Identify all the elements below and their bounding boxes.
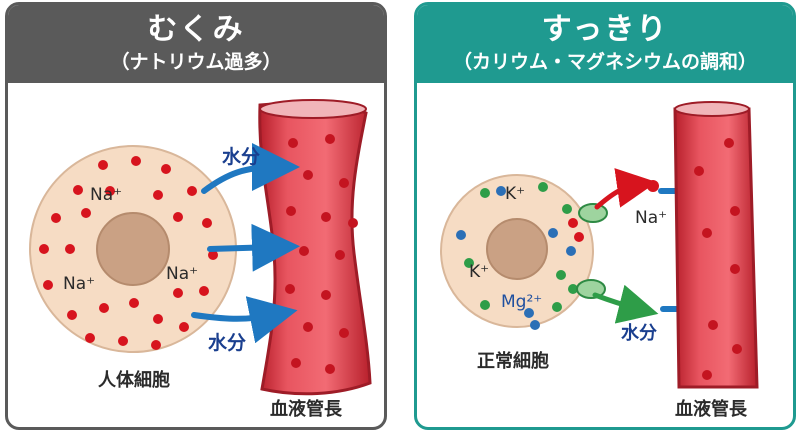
edema-subtitle: （ナトリウム過多） bbox=[110, 51, 282, 73]
refreshed-diagram: K⁺ K⁺ Mg²⁺ Na⁺ 水分 正常細胞 血液管長 bbox=[440, 101, 759, 420]
sodium-dots bbox=[568, 218, 584, 242]
vessel-opening bbox=[674, 101, 750, 117]
water-label: 水分 bbox=[621, 322, 657, 344]
water-out-arrow bbox=[592, 284, 659, 324]
edema-diagram: Na⁺ Na⁺ Na⁺ 水分 水分 人体細胞 血液管長 bbox=[29, 99, 372, 420]
cell-label: 人体細胞 bbox=[98, 369, 170, 391]
na-label: Na⁺ bbox=[635, 208, 667, 228]
vessel-dots bbox=[694, 138, 742, 380]
water-arrows bbox=[191, 143, 300, 344]
vessel-dots bbox=[285, 134, 358, 374]
blood-vessel bbox=[673, 107, 759, 389]
cell-label: 正常細胞 bbox=[477, 350, 549, 372]
ion-channel bbox=[578, 203, 608, 223]
mg-label: Mg²⁺ bbox=[501, 292, 542, 312]
na-label: Na⁺ bbox=[166, 264, 198, 284]
potassium-dots bbox=[464, 182, 578, 312]
k-label: K⁺ bbox=[469, 262, 489, 282]
magnesium-dots bbox=[456, 186, 576, 330]
sodium-out-arrow bbox=[594, 168, 657, 210]
vessel-label: 血液管長 bbox=[270, 398, 343, 420]
edema-header: むくみ （ナトリウム過多） bbox=[8, 5, 384, 83]
cell-nucleus bbox=[486, 218, 548, 280]
k-label: K⁺ bbox=[505, 184, 525, 204]
refreshed-title: すっきり bbox=[541, 12, 669, 47]
sodium-dots bbox=[39, 156, 218, 350]
na-label: Na⁺ bbox=[63, 274, 95, 294]
edema-title: むくみ bbox=[147, 12, 245, 47]
water-label: 水分 bbox=[222, 146, 260, 168]
refreshed-subtitle: （カリウム・マグネシウムの調和） bbox=[452, 51, 757, 73]
na-label: Na⁺ bbox=[90, 185, 122, 205]
water-label: 水分 bbox=[208, 332, 246, 354]
sodium-ion bbox=[647, 180, 659, 192]
edema-panel: むくみ （ナトリウム過多） bbox=[5, 2, 387, 430]
refreshed-header: すっきり （カリウム・マグネシウムの調和） bbox=[417, 5, 793, 83]
cell-nucleus bbox=[96, 212, 170, 286]
vessel-label: 血液管長 bbox=[675, 398, 748, 420]
refreshed-panel: すっきり （カリウム・マグネシウムの調和） bbox=[414, 2, 796, 430]
vessel-opening bbox=[259, 99, 367, 119]
